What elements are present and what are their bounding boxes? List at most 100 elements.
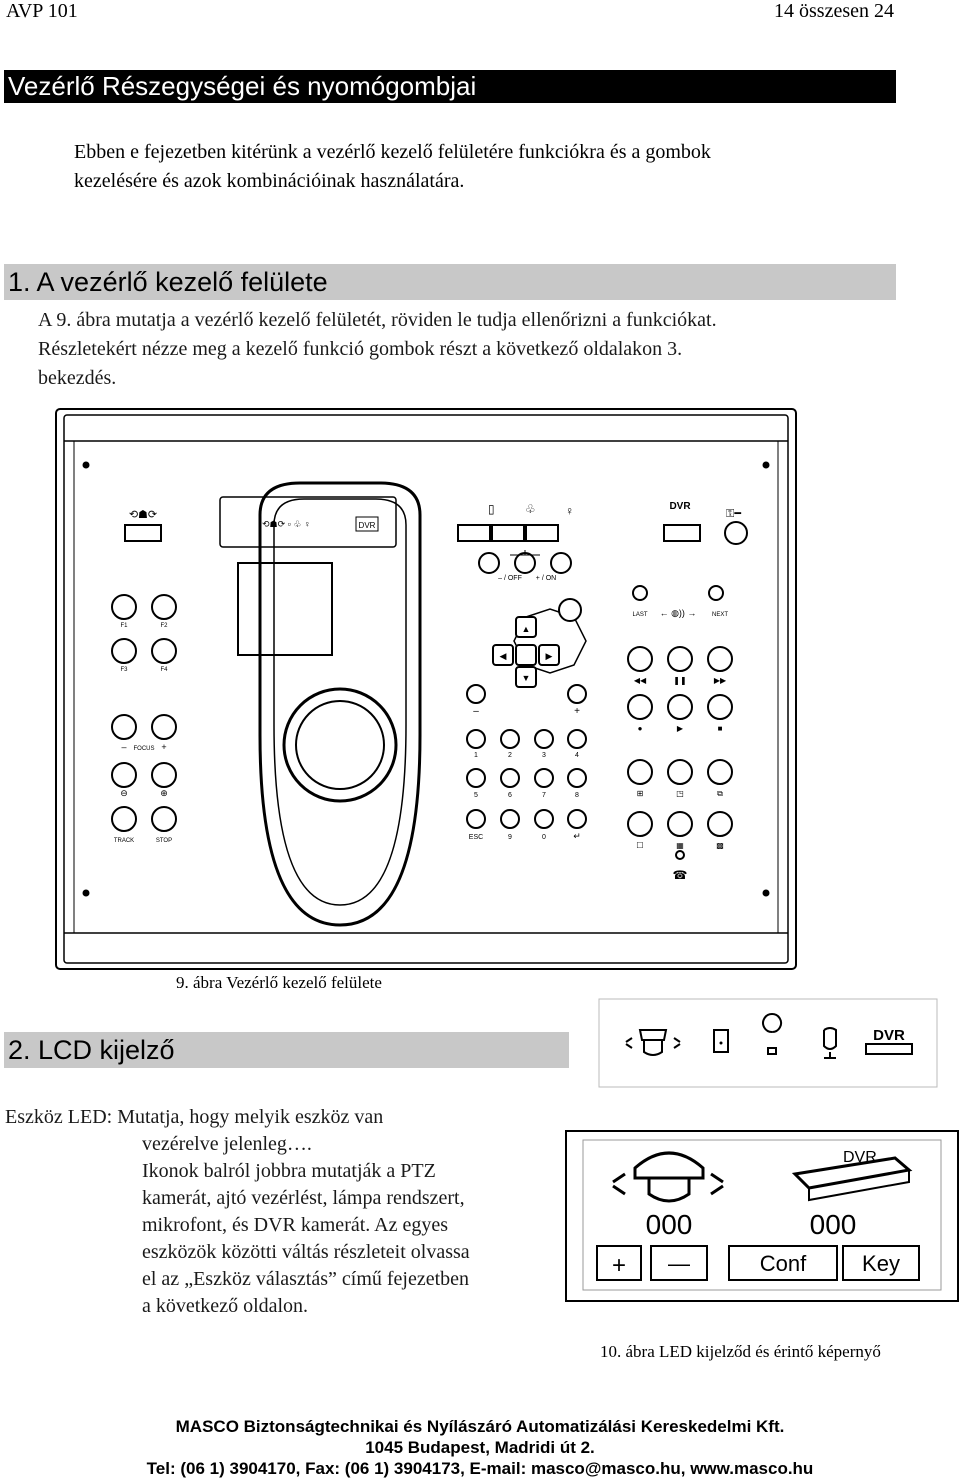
section2-line: kamerát, ajtó vezérlést, lámpa rendszert… [142,1187,465,1209]
f4-button [151,638,177,664]
sixteen-view-button [707,811,733,837]
plus-button [567,684,587,704]
key-button [724,521,748,545]
svg-text:2: 2 [508,752,512,759]
svg-text:♀: ♀ [565,504,574,518]
center-button [515,644,537,666]
plus-touch-button[interactable] [596,1245,642,1281]
minus-touch-button[interactable] [650,1245,708,1281]
svg-text:⚿━: ⚿━ [726,508,741,520]
remote-led [675,850,685,860]
svg-text:STOP: STOP [156,838,172,844]
section2-line: el az „Eszköz választás” című fejezetben [142,1268,470,1290]
key-8 [567,768,587,788]
focus-minus-button [111,714,137,740]
intro-line: Ebben e fejezetben kitérünk a vezérlő ke… [74,141,711,163]
key-9 [500,809,520,829]
svg-text:4: 4 [575,752,579,759]
key-5 [466,768,486,788]
section1-line: Részletekért nézze meg a kezelő funkció … [38,338,683,360]
svg-text:☎: ☎ [673,868,688,882]
screen-dvr-label: DVR [843,1149,877,1166]
next-button [708,585,724,601]
mic-icon [823,1027,837,1059]
svg-text:1: 1 [474,752,478,759]
figure9-caption: 9. ábra Vezérlő kezelő felülete [176,973,382,992]
svg-text:▩: ▩ [716,841,724,850]
menu-button [558,598,582,622]
svg-text:7: 7 [542,792,546,799]
dvr-icon [865,1043,913,1055]
header-doc-id: AVP 101 [6,0,78,22]
svg-text:⊞: ⊞ [637,789,644,798]
svg-text:F4: F4 [160,667,168,673]
svg-text:↵: ↵ [573,831,581,841]
nine-view-button [667,811,693,837]
section2-title: 2. LCD kijelző [4,1032,569,1068]
svg-text:▯: ▯ [488,502,495,516]
svg-text:⟲☗⟳ ▫ ♧ ♀: ⟲☗⟳ ▫ ♧ ♀ [262,519,311,529]
svg-text:NEXT: NEXT [712,612,728,618]
svg-text:+: + [161,742,166,752]
svg-text:▶▶: ▶▶ [714,676,727,685]
last-button [632,585,648,601]
svg-text:◳: ◳ [676,789,684,798]
section2-line: Eszköz LED: Mutatja, hogy melyik eszköz … [5,1106,384,1128]
stop-button [151,806,177,832]
section2-line: a következő oldalon. [142,1295,309,1317]
svg-text:⊖: ⊖ [120,788,128,798]
svg-text:ESC: ESC [469,834,483,841]
conf-touch-label: Conf [760,1251,807,1276]
record-button [627,694,653,720]
rewind-button [627,646,653,672]
key-4 [567,729,587,749]
door-button [457,524,491,542]
intro-line: kezelésére és azok kombinációinak haszná… [74,170,465,192]
footer-address: 1045 Budapest, Madridi út 2. [365,1438,595,1457]
key-touch-button[interactable] [842,1245,920,1281]
lamp-button [491,524,525,542]
ptz-camera-icon [638,1029,668,1041]
pip-button [667,759,693,785]
section1-line: A 9. ábra mutatja a vezérlő kezelő felül… [38,309,717,331]
svg-text:– / OFF: – / OFF [498,575,522,582]
single-view-button [627,811,653,837]
up-button [515,616,537,638]
f1-button [111,594,137,620]
conf-touch-button[interactable] [728,1245,838,1281]
sequence-button [707,759,733,785]
svg-text:■: ■ [718,724,723,733]
mic-button [525,524,559,542]
lcd-dvr-label: DVR [359,521,376,530]
svg-text:☐: ☐ [636,841,643,850]
section2-line: Ikonok balról jobbra mutatják a PTZ [142,1160,436,1182]
section2-line: eszközök közötti váltás részleteit olvas… [142,1241,470,1263]
svg-text:▦: ▦ [676,841,684,850]
figure10-caption: 10. ábra LED kijelződ és érintő képernyő [600,1342,881,1361]
intro-text: Ebben e fejezetben kitérünk a vezérlő ke… [74,138,874,196]
panel-inner-frame [63,414,789,964]
key-6 [500,768,520,788]
svg-text:▼: ▼ [522,673,531,683]
focus-plus-button [151,714,177,740]
left-counter: 000 [646,1209,693,1240]
chapter-title: Vezérlő Részegységei és nyomógombjai [4,70,896,103]
svg-text:0: 0 [542,834,546,841]
esc-button [466,809,486,829]
stop-play-button [707,694,733,720]
quad-view-button [627,759,653,785]
svg-text:6: 6 [508,792,512,799]
enter-button [567,809,587,829]
svg-text:–: – [121,742,126,752]
key-3 [534,729,554,749]
section1-body: A 9. ábra mutatja a vezérlő kezelő felül… [38,306,898,393]
dvr-label: DVR [669,501,691,512]
svg-text:LAST: LAST [632,612,647,618]
lcd-screen [237,562,333,656]
svg-text:← ◍)) →: ← ◍)) → [660,608,697,618]
key-0 [534,809,554,829]
svg-text:F1: F1 [120,623,128,629]
minus-button [466,684,486,704]
svg-text:F3: F3 [120,667,128,673]
footer-contact: Tel: (06 1) 3904170, Fax: (06 1) 3904173… [146,1459,814,1478]
